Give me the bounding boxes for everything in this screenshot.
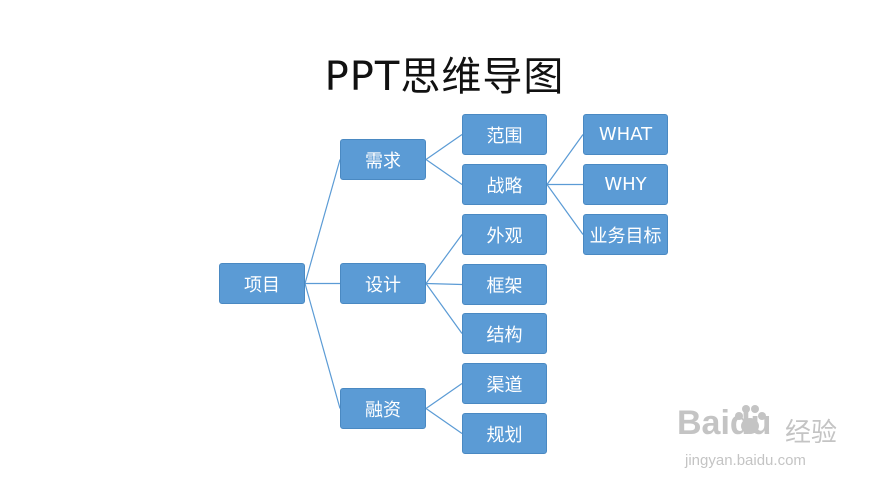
connector-root-rongzi xyxy=(304,283,341,409)
connector-sheji-jiegou xyxy=(425,283,463,334)
connector-rongzi-guihua xyxy=(425,408,463,434)
diagram-title: PPT思维导图 xyxy=(324,54,565,100)
node-kuangjia[interactable]: 框架 xyxy=(462,264,547,305)
node-rongzi[interactable]: 融资 xyxy=(340,388,426,429)
connector-sheji-kuangjia xyxy=(425,282,463,286)
node-what[interactable]: WHAT xyxy=(583,114,668,155)
connector-sheji-waiguan xyxy=(425,234,463,284)
node-root[interactable]: 项目 xyxy=(219,263,305,304)
connector-xuqiu-fanwei xyxy=(425,134,463,160)
paw-icon xyxy=(735,405,766,434)
connector-zhanlue-mubiao xyxy=(546,184,584,235)
node-xuqiu[interactable]: 需求 xyxy=(340,139,426,180)
node-guihua[interactable]: 规划 xyxy=(462,413,547,454)
watermark-logo: Baidu xyxy=(677,404,772,442)
connector-xuqiu-zhanlue xyxy=(425,159,463,185)
node-waiguan[interactable]: 外观 xyxy=(462,214,547,255)
watermark-label: 经验 xyxy=(785,418,838,448)
node-sheji[interactable]: 设计 xyxy=(340,263,426,304)
connector-rongzi-qudao xyxy=(425,383,463,409)
node-mubiao[interactable]: 业务目标 xyxy=(583,214,668,255)
watermark-url: jingyan.baidu.com xyxy=(685,452,806,469)
node-zhanlue[interactable]: 战略 xyxy=(462,164,547,205)
baidu-jingyan-watermark: Baidu 经验 jingyan.baidu.com xyxy=(677,404,857,484)
node-why[interactable]: WHY xyxy=(583,164,668,205)
connector-zhanlue-what xyxy=(546,134,584,185)
node-qudao[interactable]: 渠道 xyxy=(462,363,547,404)
node-fanwei[interactable]: 范围 xyxy=(462,114,547,155)
connector-root-xuqiu xyxy=(304,159,341,284)
node-jiegou[interactable]: 结构 xyxy=(462,313,547,354)
